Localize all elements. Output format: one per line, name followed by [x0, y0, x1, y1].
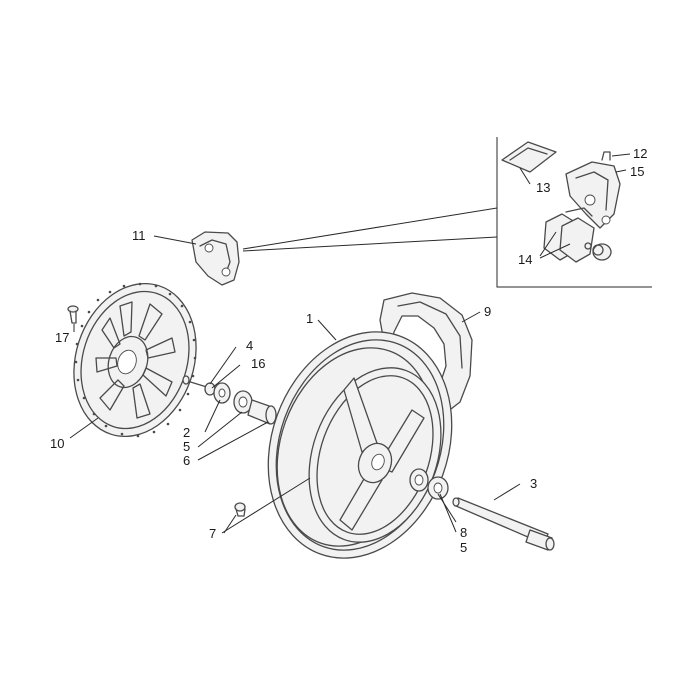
brake-caliper — [191, 231, 240, 286]
disc-spokes — [95, 301, 176, 419]
left-hub-parts — [182, 375, 277, 425]
wheel-axle — [452, 497, 555, 551]
wheel — [267, 331, 453, 559]
callout-8: 8 — [460, 525, 467, 540]
leader-lines — [69, 153, 631, 534]
callout-16: 16 — [251, 356, 265, 371]
callout-11: 11 — [132, 228, 146, 243]
callout-3: 3 — [530, 476, 537, 491]
callout-1: 1 — [306, 311, 313, 326]
pad-pin-kit — [501, 141, 557, 173]
inset-frame — [242, 137, 652, 288]
callout-17: 17 — [55, 330, 69, 345]
callout-4: 4 — [246, 338, 253, 353]
callout-10: 10 — [50, 436, 64, 451]
callout-7: 7 — [209, 526, 216, 541]
right-hub-parts — [409, 468, 449, 500]
callout-9: 9 — [484, 304, 491, 319]
brake-disc — [73, 282, 197, 438]
callout-15: 15 — [630, 164, 644, 179]
callout-5-left: 5 — [183, 439, 190, 454]
brake-pads — [543, 207, 612, 263]
callout-6: 6 — [183, 453, 190, 468]
disc-screw — [67, 305, 79, 324]
callout-2: 2 — [183, 425, 190, 440]
callout-5-right: 5 — [460, 540, 467, 555]
inset-caliper — [565, 151, 621, 229]
callout-13: 13 — [536, 180, 550, 195]
callout-14: 14 — [518, 252, 532, 267]
disc-holes — [74, 282, 197, 438]
tyre-valve — [234, 502, 246, 517]
callout-labels: 1 2 3 4 5 5 6 7 8 9 10 11 12 13 14 15 16… — [50, 146, 647, 555]
callout-12: 12 — [633, 146, 647, 161]
